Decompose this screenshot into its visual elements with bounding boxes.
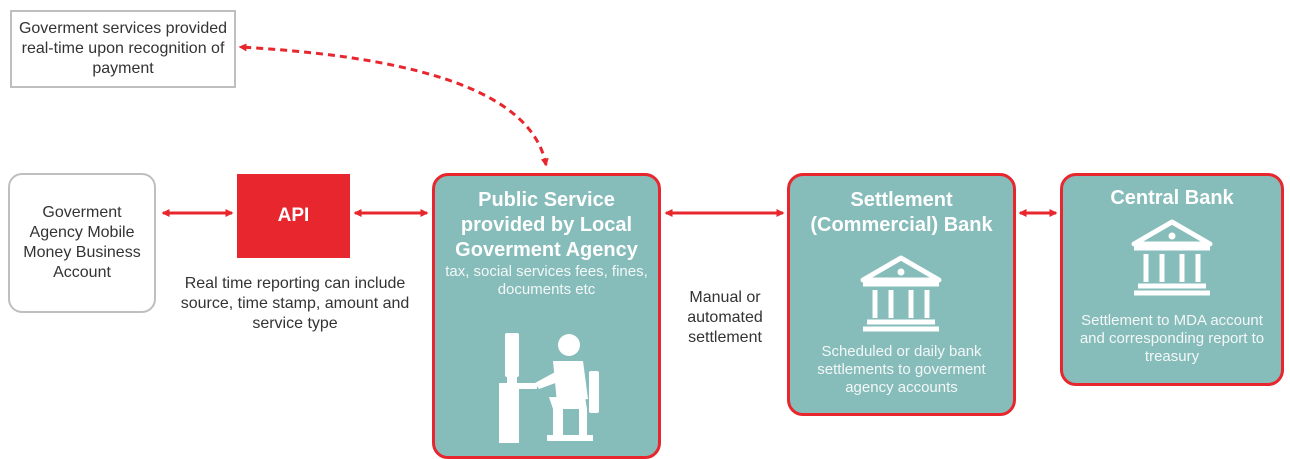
api-label: API: [277, 205, 310, 226]
bank-building-icon: [1131, 219, 1213, 296]
public-service-box: Public Service provided by Local Goverme…: [432, 173, 661, 459]
central-bank-box: Central Bank Settlement to MDA account a…: [1060, 173, 1284, 386]
settlement-bank-subtitle: Scheduled or daily bank settlements to g…: [817, 343, 986, 396]
central-bank-subtitle: Settlement to MDA account and correspond…: [1079, 312, 1265, 365]
settlement-bank-box: Settlement (Commercial) Bank Scheduled o…: [787, 173, 1016, 416]
public-service-title: Public Service provided by Local Goverme…: [455, 189, 638, 261]
mobile-account-text: Goverment Agency Mobile Money Business A…: [23, 204, 141, 281]
settlement-bank-title: Settlement (Commercial) Bank: [810, 189, 993, 236]
person-at-computer-icon: [499, 333, 599, 443]
bank-building-icon: [860, 255, 942, 332]
api-caption: Real time reporting can include source, …: [180, 275, 410, 332]
realtime-services-callout: Goverment services provided real-time up…: [10, 10, 236, 88]
central-bank-title: Central Bank: [1110, 187, 1234, 209]
api-box: API: [237, 174, 350, 258]
dashed-arrow-service-to-callout: [238, 43, 549, 167]
settlement-note: Manual or automated settlement: [687, 289, 763, 346]
public-service-subtitle: tax, social services fees, fines, docume…: [445, 263, 648, 298]
callout-text: Goverment services provided real-time up…: [18, 20, 228, 77]
mobile-money-account-box: Goverment Agency Mobile Money Business A…: [8, 173, 156, 313]
